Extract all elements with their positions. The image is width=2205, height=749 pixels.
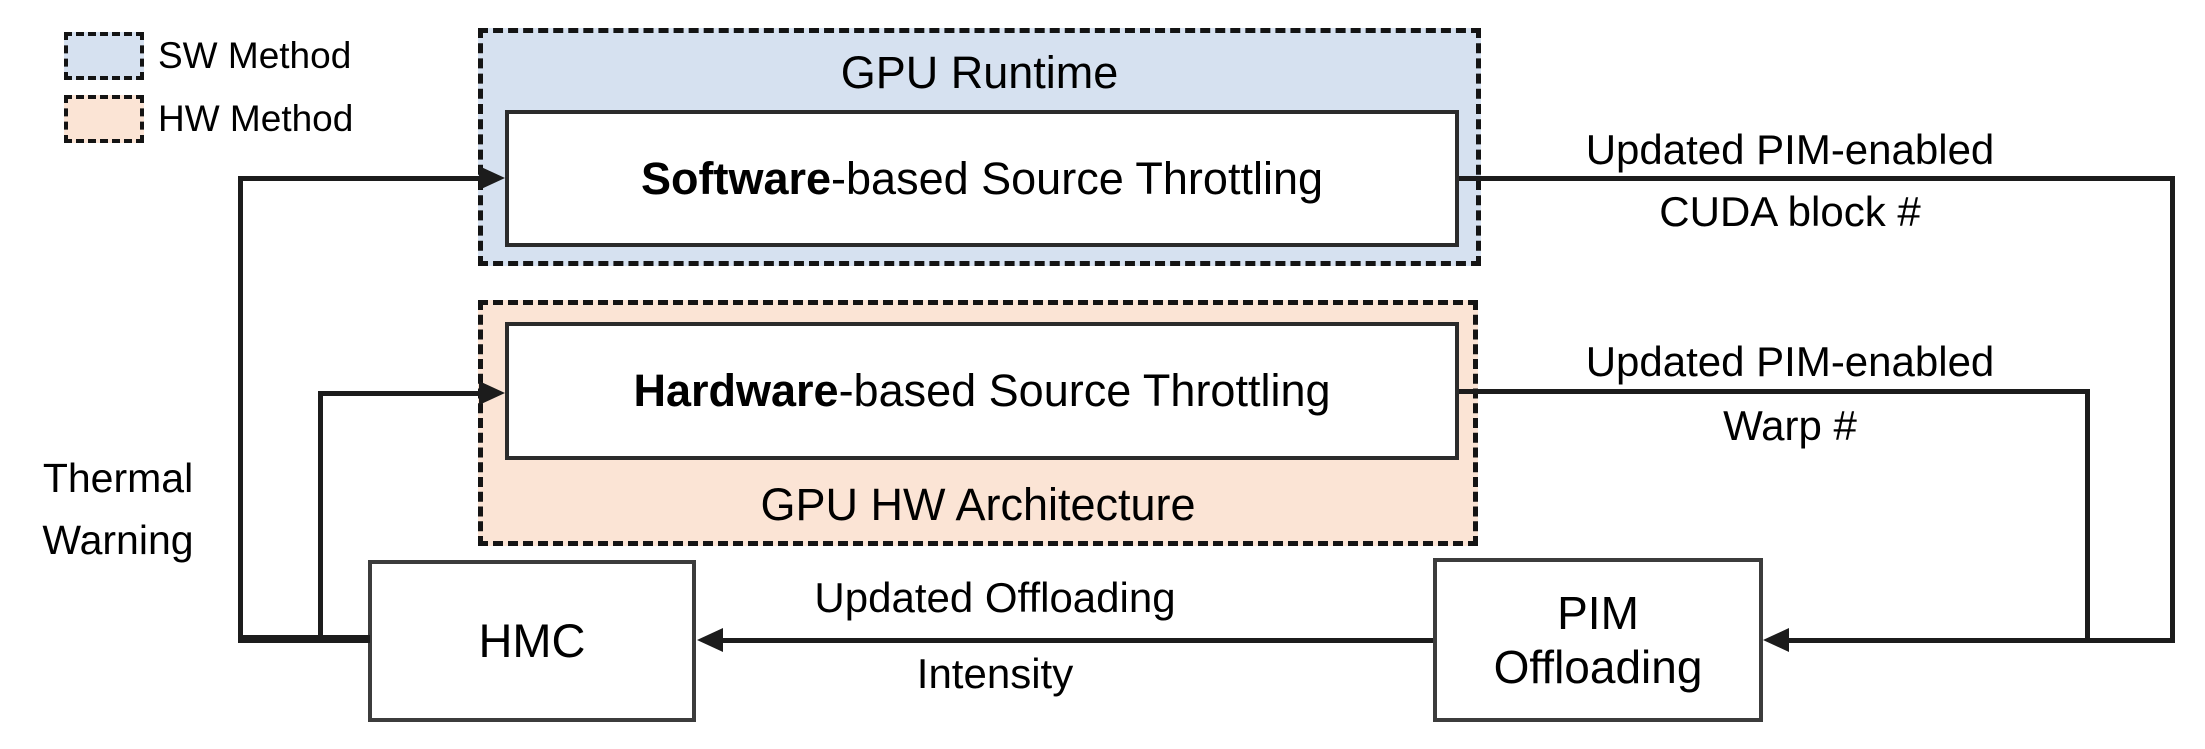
legend-hw-method-swatch bbox=[64, 95, 144, 143]
software-throttling-label: Software-based Source Throttling bbox=[641, 153, 1323, 205]
arrowhead-into-hmc-icon bbox=[697, 628, 723, 652]
pim-line1: PIM bbox=[1557, 586, 1639, 639]
warp-label-line1: Updated PIM-enabled bbox=[1585, 338, 1995, 385]
hardware-throttling-box: Hardware-based Source Throttling bbox=[505, 322, 1459, 460]
software-bold-word: Software bbox=[641, 152, 832, 204]
thermal-warning-label: Thermal Warning bbox=[12, 448, 224, 571]
edge-into-hardware bbox=[318, 391, 483, 396]
offloading-intensity-label-line1: Updated Offloading bbox=[814, 574, 1176, 621]
arrowhead-into-hardware-icon bbox=[479, 381, 505, 405]
offloading-intensity-label-line2: Intensity bbox=[916, 650, 1074, 697]
hardware-bold-word: Hardware bbox=[633, 365, 839, 416]
software-throttling-box: Software-based Source Throttling bbox=[505, 110, 1459, 247]
legend-sw-method-label: SW Method bbox=[158, 35, 352, 76]
cuda-block-label-line2: CUDA block # bbox=[1659, 188, 1921, 235]
edge-into-software bbox=[238, 176, 483, 181]
thermal-warning-line2: Warning bbox=[42, 516, 194, 563]
pim-offloading-box: PIM Offloading bbox=[1433, 558, 1763, 722]
edge-into-pim bbox=[1770, 638, 2175, 643]
legend-hw-method-label: HW Method bbox=[158, 98, 354, 139]
pim-line2: Offloading bbox=[1493, 641, 1703, 693]
gpu-hw-architecture-title: GPU HW Architecture bbox=[760, 479, 1196, 530]
arrowhead-into-pim-icon bbox=[1763, 628, 1789, 652]
warp-label-line2: Warp # bbox=[1723, 402, 1857, 449]
cuda-block-label-line1: Updated PIM-enabled bbox=[1585, 126, 1995, 173]
hmc-box: HMC bbox=[368, 560, 696, 722]
software-rest-text: -based Source Throttling bbox=[831, 152, 1323, 204]
edge-right-vertical-warp bbox=[2085, 389, 2090, 643]
thermal-warning-line1: Thermal bbox=[42, 455, 194, 501]
pim-offloading-label: PIM Offloading bbox=[1494, 586, 1703, 695]
hardware-throttling-label: Hardware-based Source Throttling bbox=[633, 365, 1330, 417]
legend-sw-method-swatch bbox=[64, 32, 144, 80]
edge-right-vertical-cuda bbox=[2170, 176, 2175, 643]
arrowhead-into-software-icon bbox=[479, 166, 505, 190]
hmc-label: HMC bbox=[478, 614, 586, 668]
edge-hardware-to-right bbox=[1459, 389, 2090, 394]
edge-hmc-to-left-bus bbox=[238, 635, 370, 643]
edge-software-to-right bbox=[1459, 176, 2175, 181]
hardware-rest-text: -based Source Throttling bbox=[838, 365, 1331, 416]
edge-pim-to-hmc bbox=[707, 638, 1433, 643]
gpu-runtime-title: GPU Runtime bbox=[840, 47, 1119, 98]
edge-left-vertical-to-hardware bbox=[318, 391, 323, 640]
edge-left-vertical-to-software bbox=[238, 176, 243, 640]
